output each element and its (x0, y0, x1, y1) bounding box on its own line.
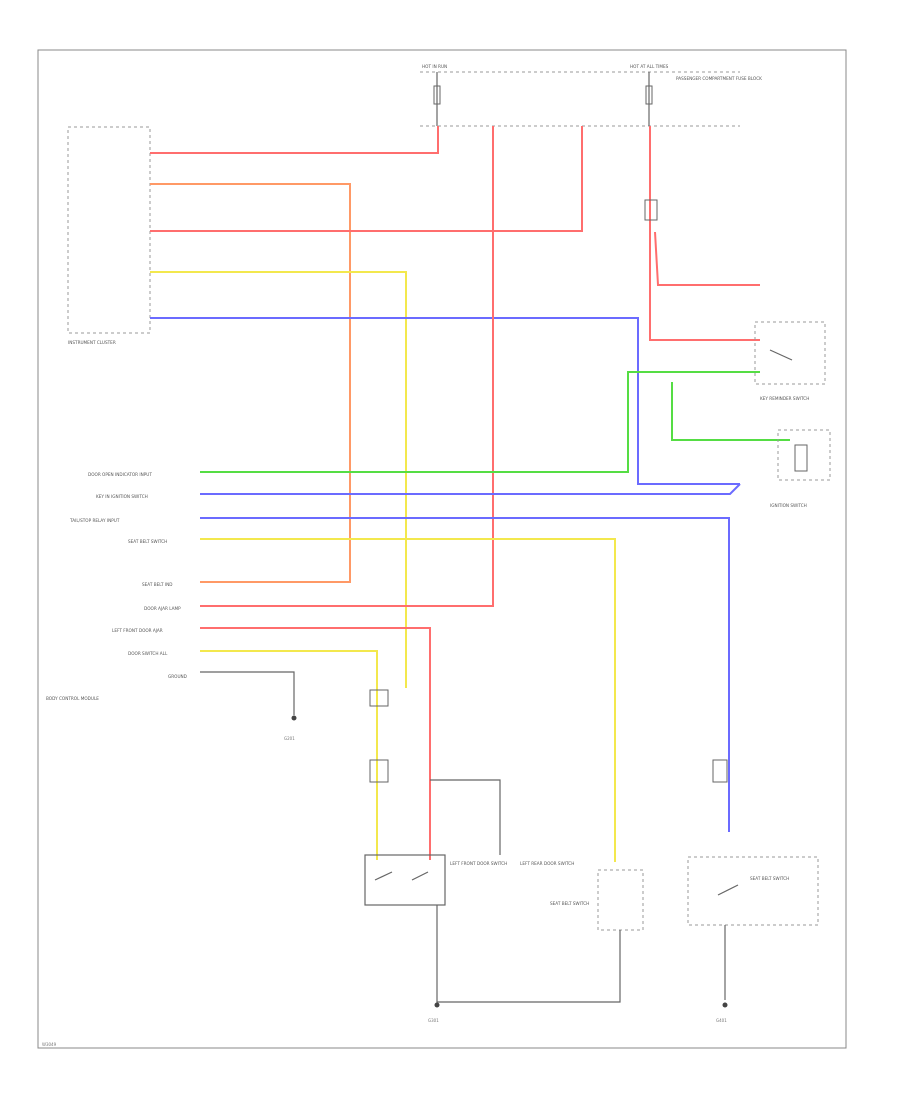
key-reminder-label: KEY REMINDER SWITCH (760, 396, 809, 401)
svg-text:DOOR AJAR LAMP: DOOR AJAR LAMP (144, 606, 181, 611)
fuse-left-label: HOT IN RUN (422, 64, 447, 69)
ground-icon-right (722, 1002, 728, 1008)
wire-red-mid (150, 126, 583, 232)
right-switch-box (687, 856, 819, 926)
wire-red-door (200, 627, 431, 860)
ground-icon-mid (434, 1002, 440, 1008)
door-switch-1-label: LEFT FRONT DOOR SWITCH (450, 861, 507, 866)
door-switch-box (364, 854, 446, 906)
wire-yellow-1 (150, 271, 407, 688)
key-reminder-switch-box (754, 321, 826, 385)
instrument-cluster-label: INSTRUMENT CLUSTER (68, 340, 116, 345)
wire-green-1 (200, 371, 760, 473)
fuse-right-label: HOT AT ALL TIMES (630, 64, 669, 69)
wire-red-right-branch (654, 231, 760, 286)
svg-text:GROUND: GROUND (168, 674, 187, 679)
wire-blue-tail (200, 517, 730, 832)
left-labels: DOOR OPEN INDICATOR INPUT KEY IN IGNITIO… (69, 472, 187, 679)
wire-ground-bottom (436, 905, 621, 1003)
connector-c4 (712, 759, 728, 783)
ground-mid-label: G301 (428, 1018, 439, 1023)
svg-text:KEY IN IGNITION SWITCH: KEY IN IGNITION SWITCH (96, 494, 148, 499)
wire-red-top (150, 126, 439, 154)
svg-text:SEAT BELT SWITCH: SEAT BELT SWITCH (128, 539, 167, 544)
connector-c1 (644, 199, 658, 221)
diagram-code: W3049 (42, 1042, 57, 1047)
svg-text:TAIL/STOP RELAY INPUT: TAIL/STOP RELAY INPUT (69, 518, 120, 523)
door-switch-2-label: LEFT REAR DOOR SWITCH (520, 861, 574, 866)
switch-icon (769, 349, 793, 361)
connector-c2 (369, 689, 389, 707)
wire-blue-top (150, 317, 740, 485)
wire-red-vertical (200, 126, 494, 607)
connector-icon (794, 444, 808, 472)
fuse-block-desc: PASSENGER COMPARTMENT FUSE BLOCK (676, 76, 762, 81)
wire-green-2 (671, 382, 790, 441)
wire-ground-left (200, 671, 295, 715)
wire-red-right (649, 126, 760, 341)
right-switch-label: SEAT BELT SWITCH (750, 876, 789, 881)
seat-belt-switch-label: SEAT BELT SWITCH (550, 901, 589, 906)
wire-gray-door2 (430, 779, 501, 855)
diagram-frame (37, 49, 847, 1049)
wire-yellow-door (200, 650, 378, 860)
wire-orange (150, 183, 351, 583)
wire-blue-key (200, 483, 741, 495)
ground-right-label: G401 (716, 1018, 727, 1023)
ignition-switch-box (777, 429, 831, 481)
svg-text:DOOR SWITCH ALL: DOOR SWITCH ALL (128, 651, 168, 656)
seat-belt-switch-box (597, 869, 644, 931)
wire-yellow-seat (200, 538, 616, 862)
connector-c3 (369, 759, 389, 783)
ground-left-label: G201 (284, 736, 295, 741)
svg-text:LEFT FRONT DOOR AJAR: LEFT FRONT DOOR AJAR (112, 628, 163, 633)
svg-text:DOOR OPEN INDICATOR INPUT: DOOR OPEN INDICATOR INPUT (88, 472, 152, 477)
svg-text:SEAT BELT IND: SEAT BELT IND (142, 582, 173, 587)
module-desc: BODY CONTROL MODULE (46, 696, 99, 701)
ground-icon (291, 715, 297, 721)
instrument-cluster-box (67, 126, 151, 334)
ignition-switch-label: IGNITION SWITCH (770, 503, 807, 508)
